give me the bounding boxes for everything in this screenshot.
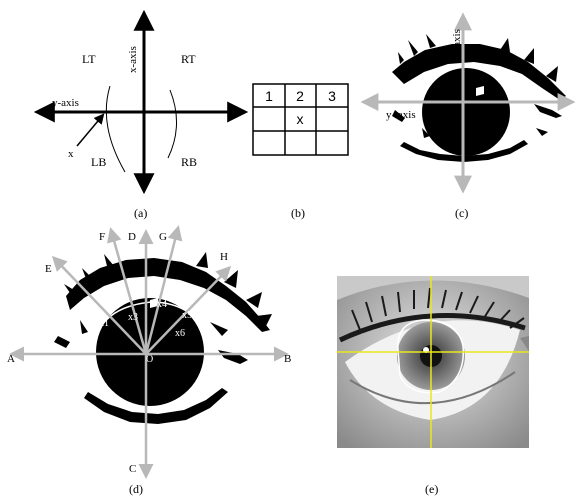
c-caption: (c) <box>455 206 468 220</box>
d-point-x5: x5 <box>182 310 192 321</box>
d-caption: (d) <box>129 482 143 496</box>
a-quadrant-rt: RT <box>181 52 196 66</box>
d-binary-eye-image <box>54 252 272 424</box>
e-caption: (e) <box>425 482 438 496</box>
d-point-x6: x6 <box>175 328 185 339</box>
d-ray-label-b: B <box>284 353 291 365</box>
d-ray-label-e: E <box>45 263 52 275</box>
b-grid-border <box>252 83 349 156</box>
b-cell-0-0: 1 <box>265 88 273 104</box>
d-ray-label-h: H <box>220 251 228 263</box>
a-right-eye-arc <box>167 89 178 159</box>
d-point-x4: x4 <box>157 299 167 310</box>
d-ray-f <box>107 227 148 355</box>
b-cell-1-1: x <box>297 111 304 127</box>
d-ray-label-a: A <box>7 353 15 365</box>
b-cell-0-1: 2 <box>296 88 304 104</box>
d-point-x3: x3 <box>128 312 138 323</box>
e-eye-photograph <box>337 276 529 448</box>
d-upper-eyelid-curve <box>98 301 205 331</box>
panel-d-radial-rays-eye: A B C D E F G H x1 x2 x3 x4 x5 x6 O (d) <box>7 225 291 496</box>
panel-b-neighborhood-grid: 1 2 3 x (b) <box>252 83 349 220</box>
d-ray-label-g: G <box>159 231 167 243</box>
b-caption: (b) <box>291 206 305 220</box>
panel-c-binary-eye-with-axes: y -axis x-axis (c) <box>360 12 576 220</box>
d-ray-g <box>144 225 183 355</box>
d-ray-label-c: C <box>129 463 136 475</box>
a-caption: (a) <box>134 206 147 220</box>
d-ray-h <box>145 265 232 355</box>
a-quadrant-rb: RB <box>181 155 197 169</box>
d-origin-label: O <box>146 354 153 365</box>
a-point-label: x <box>68 148 74 160</box>
c-y-axis-label: y -axis <box>386 109 416 121</box>
d-ray-label-d: D <box>128 231 136 243</box>
b-cell-0-2: 3 <box>328 88 336 104</box>
c-x-axis-label: x-axis <box>451 29 463 56</box>
c-binary-eye-image <box>392 34 566 162</box>
a-x-axis-label: x-axis <box>127 46 139 73</box>
d-ray-e <box>51 255 147 355</box>
e-iris-boundary-contour <box>397 319 465 394</box>
d-ray-label-f: F <box>99 231 105 243</box>
a-left-eye-arc <box>105 85 126 173</box>
a-quadrant-lb: LB <box>91 155 106 169</box>
a-y-axis-label: y-axis <box>52 97 79 109</box>
panel-e-eye-photo: (e) <box>337 276 529 496</box>
d-point-x2: x2 <box>105 301 115 312</box>
panel-a-quadrant-diagram: LT RT LB RB y-axis x-axis x (a) <box>33 9 249 220</box>
a-point-arrow <box>76 113 105 147</box>
a-quadrant-lt: LT <box>82 52 96 66</box>
d-point-x1: x1 <box>99 318 109 329</box>
